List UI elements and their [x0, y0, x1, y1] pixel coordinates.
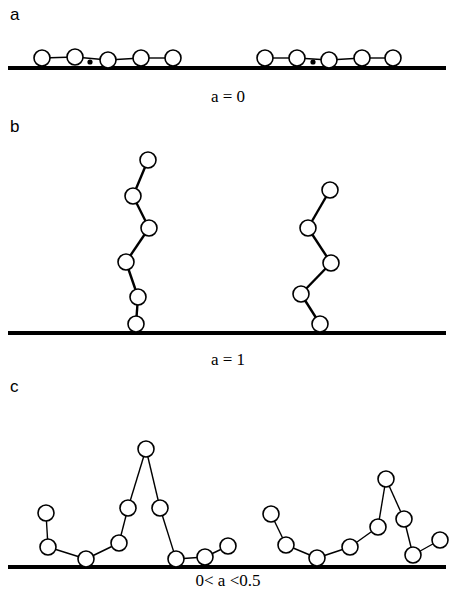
dot — [88, 60, 92, 64]
monomer-bead — [342, 539, 358, 555]
monomer-bead — [432, 532, 448, 548]
monomer-bead — [278, 537, 294, 553]
monomer-bead — [293, 286, 309, 302]
chain-bond — [128, 449, 146, 508]
monomer-bead — [321, 52, 337, 68]
monomer-bead — [289, 50, 305, 66]
monomer-bead — [300, 220, 316, 236]
monomer-bead — [168, 551, 184, 567]
condition-label: 0< a <0.5 — [196, 572, 261, 589]
monomer-bead — [138, 441, 154, 457]
monomer-bead — [118, 254, 134, 270]
monomer-bead — [78, 551, 94, 567]
condition-label: a = 1 — [211, 351, 245, 368]
monomer-bead — [133, 50, 149, 66]
monomer-bead — [378, 471, 394, 487]
condition-label: a = 0 — [211, 88, 245, 105]
panel-letter: b — [10, 118, 19, 135]
monomer-bead — [309, 550, 325, 566]
monomer-bead — [322, 182, 338, 198]
monomer-bead — [40, 539, 56, 555]
monomer-bead — [405, 547, 421, 563]
chain-bond — [146, 449, 160, 508]
monomer-bead — [396, 511, 412, 527]
monomer-bead — [263, 506, 279, 522]
monomer-bead — [140, 152, 156, 168]
monomer-bead — [67, 49, 83, 65]
monomer-bead — [128, 316, 144, 332]
dot — [311, 60, 315, 64]
panel-letter: c — [10, 378, 19, 395]
monomer-bead — [141, 220, 157, 236]
monomer-bead — [197, 549, 213, 565]
monomer-bead — [130, 289, 146, 305]
monomer-bead — [120, 500, 136, 516]
monomer-bead — [111, 535, 127, 551]
monomer-bead — [165, 50, 181, 66]
monomer-bead — [385, 50, 401, 66]
monomer-bead — [323, 255, 339, 271]
monomer-bead — [152, 500, 168, 516]
monomer-bead — [34, 50, 50, 66]
monomer-bead — [257, 50, 273, 66]
monomer-bead — [220, 538, 236, 554]
monomer-bead — [312, 316, 328, 332]
monomer-bead — [38, 505, 54, 521]
monomer-bead — [125, 188, 141, 204]
monomer-bead — [370, 519, 386, 535]
monomer-bead — [354, 50, 370, 66]
panel-letter: a — [10, 6, 19, 23]
monomer-bead — [100, 52, 116, 68]
